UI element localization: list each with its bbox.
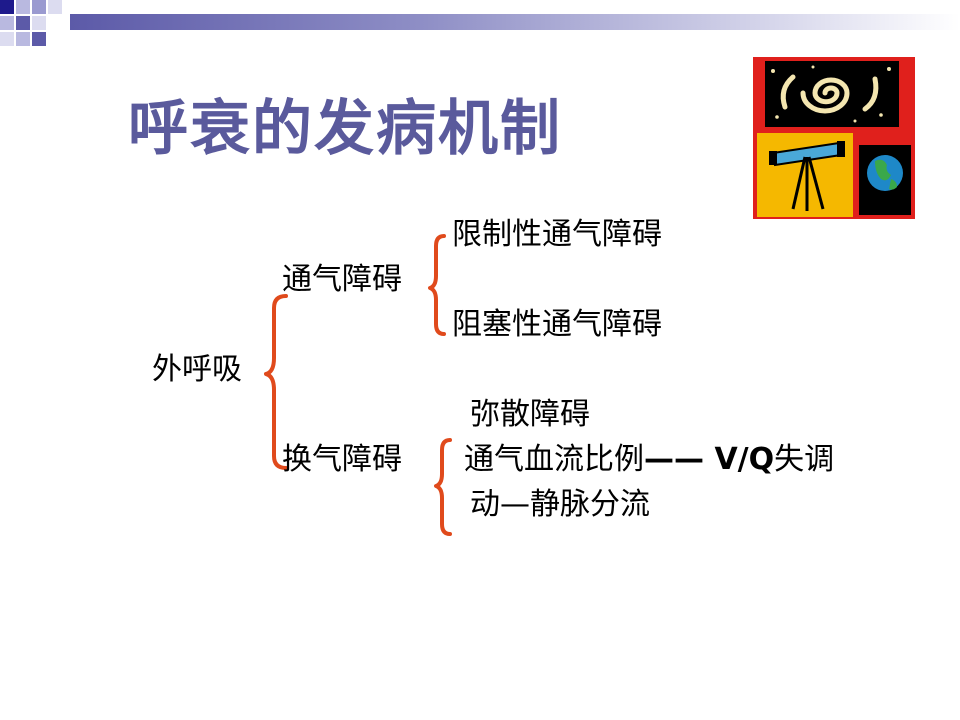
corner-squares-decoration — [0, 0, 62, 46]
branch-gas-exchange-disorder: 换气障碍 — [282, 442, 402, 477]
vq-connector: —— V/Q — [644, 442, 775, 477]
vq-ratio-label: 通气血流比例 — [464, 442, 644, 477]
item-vq-mismatch: 通气血流比例—— V/Q失调 — [464, 442, 834, 478]
item-obstructive-ventilation: 阻塞性通气障碍 — [452, 307, 662, 342]
ventilation-bracket — [428, 234, 446, 336]
item-restrictive-ventilation: 限制性通气障碍 — [452, 217, 662, 252]
branch-ventilation-disorder: 通气障碍 — [282, 262, 402, 297]
root-node-external-respiration: 外呼吸 — [152, 352, 242, 387]
vq-suffix: 失调 — [774, 442, 835, 477]
astronomy-telescope-icon — [753, 57, 915, 219]
item-diffusion-disorder: 弥散障碍 — [470, 397, 590, 432]
gas-exchange-bracket — [434, 438, 452, 536]
header-gradient-bar — [70, 14, 960, 30]
item-arteriovenous-shunt: 动—静脉分流 — [470, 487, 650, 522]
page-title: 呼衰的发病机制 — [128, 94, 562, 164]
